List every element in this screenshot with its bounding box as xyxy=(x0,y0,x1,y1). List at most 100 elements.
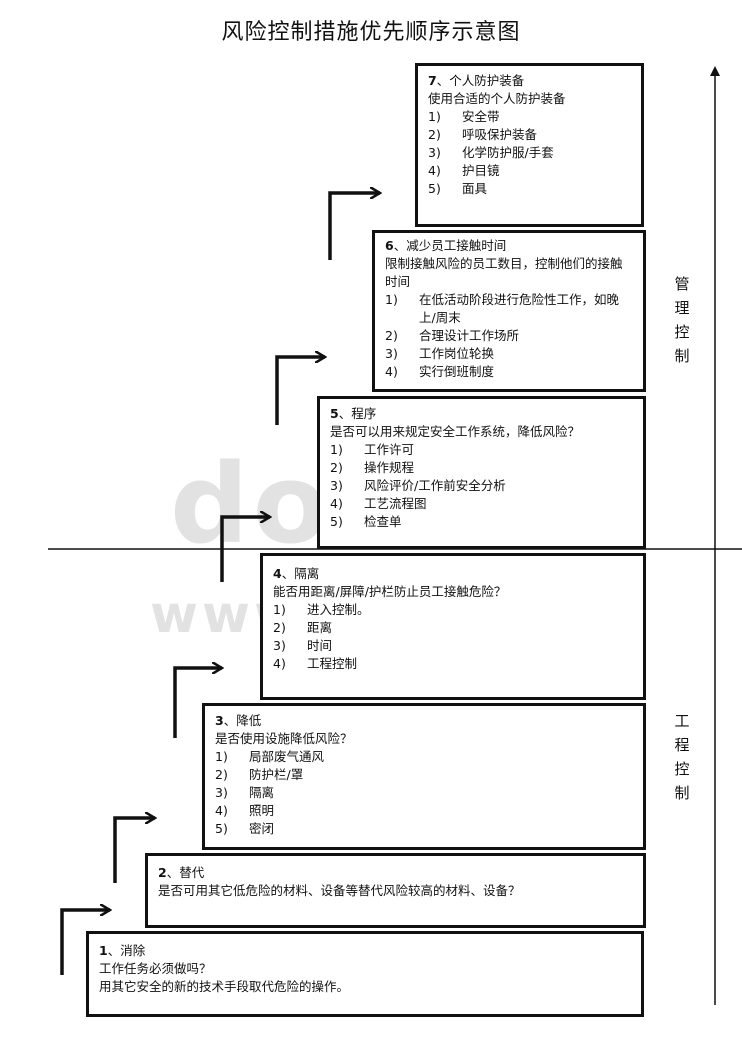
item-number: 1) xyxy=(428,109,441,124)
step-heading-text: 减少员工接触时间 xyxy=(406,238,507,253)
item-text: 风险评价/工作前安全分析 xyxy=(364,478,506,493)
item-text: 距离 xyxy=(307,620,333,635)
step-arrow-3 xyxy=(173,668,222,738)
step-description: 使用合适的个人防护装备 xyxy=(428,91,566,106)
page-title: 风险控制措施优先顺序示意图 xyxy=(221,20,521,45)
step-number: 1 xyxy=(99,943,108,958)
item-number: 5) xyxy=(215,821,228,836)
step-heading: 2、替代 xyxy=(158,865,205,880)
item-number: 1) xyxy=(330,442,343,457)
step-description: 限制接触风险的员工数目，控制他们的接触时间 xyxy=(385,256,623,289)
list-item: 3) 风险评价/工作前安全分析 xyxy=(330,477,633,495)
item-number: 3) xyxy=(215,785,228,800)
step-arrow-5 xyxy=(275,357,325,425)
step-number: 7 xyxy=(428,73,437,88)
item-text: 合理设计工作场所 xyxy=(419,328,520,343)
list-item: 3) 工作岗位轮换 xyxy=(385,345,633,363)
list-item: 4) 工程控制 xyxy=(273,655,633,673)
engineering-control-label: 工程控制 xyxy=(674,712,690,802)
item-text: 呼吸保护装备 xyxy=(462,127,538,142)
list-item: 5) 密闭 xyxy=(215,820,633,838)
item-number: 3) xyxy=(428,145,441,160)
item-number: 1) xyxy=(385,292,398,307)
list-item: 2) 距离 xyxy=(273,619,633,637)
step-arrow-6 xyxy=(328,193,380,260)
item-number: 4) xyxy=(215,803,228,818)
step-5-box: 5、程序 是否可以用来规定安全工作系统，降低风险？ 1)工作许可 2)操作规程 … xyxy=(317,396,646,549)
step-heading: 5、程序 xyxy=(330,406,377,421)
list-item: 2) 合理设计工作场所 xyxy=(385,327,633,345)
list-item: 1) 在低活动阶段进行危险性工作，如晚上/周末 xyxy=(385,291,633,327)
step-heading: 3、降低 xyxy=(215,713,262,728)
item-text: 护目镜 xyxy=(462,163,500,178)
item-text: 防护栏/罩 xyxy=(249,767,304,782)
item-number: 4) xyxy=(428,163,441,178)
item-number: 2) xyxy=(330,460,343,475)
item-number: 1) xyxy=(215,749,228,764)
item-number: 4) xyxy=(385,364,398,379)
item-text: 实行倒班制度 xyxy=(419,364,495,379)
step-6-box: 6、减少员工接触时间 限制接触风险的员工数目，控制他们的接触时间 1) 在低活动阶… xyxy=(372,230,646,392)
item-number: 3) xyxy=(273,638,286,653)
step-description: 是否可以用来规定安全工作系统，降低风险？ xyxy=(330,424,581,439)
item-number: 5) xyxy=(330,514,343,529)
step-2-box: 2、替代 是否可用其它低危险的材料、设备等替代风险较高的材料、设备？ xyxy=(145,853,646,928)
step-heading-text: 替代 xyxy=(179,865,205,880)
step-number: 3 xyxy=(215,713,224,728)
list-item: 3) 时间 xyxy=(273,637,633,655)
step-heading: 4、隔离 xyxy=(273,566,320,581)
step-7-box: 7、个人防护装备 使用合适的个人防护装备 1) 安全带 2) 呼吸保护装备 3) 化学… xyxy=(415,63,644,227)
item-number: 3) xyxy=(385,346,398,361)
step-description: 能否用距离/屏障/护栏防止员工接触危险？ xyxy=(273,584,507,599)
item-text: 面具 xyxy=(462,181,488,196)
step-number: 5 xyxy=(330,406,339,421)
item-number: 3) xyxy=(330,478,343,493)
item-number: 2) xyxy=(215,767,228,782)
list-item: 4)工艺流程图 xyxy=(330,495,633,513)
step-heading-text: 个人防护装备 xyxy=(449,73,525,88)
item-text: 局部废气通风 xyxy=(249,749,325,764)
step-arrow-4 xyxy=(220,517,270,582)
step-heading: 7、个人防护装备 xyxy=(428,73,525,88)
list-item: 2)操作规程 xyxy=(330,459,633,477)
item-number: 2) xyxy=(385,328,398,343)
item-text: 检查单 xyxy=(364,514,402,529)
step-description: 用其它安全的新的技术手段取代危险的操作。 xyxy=(99,979,350,994)
list-item: 5) 检查单 xyxy=(330,513,633,531)
list-item: 2) 呼吸保护装备 xyxy=(428,126,631,144)
item-text: 隔离 xyxy=(249,785,275,800)
step-description: 是否可用其它低危险的材料、设备等替代风险较高的材料、设备？ xyxy=(158,883,521,898)
item-text: 照明 xyxy=(249,803,275,818)
item-text: 安全带 xyxy=(462,109,500,124)
list-item: 3) 化学防护服/手套 xyxy=(428,144,631,162)
step-heading-text: 降低 xyxy=(236,713,262,728)
step-arrow-2 xyxy=(113,818,155,883)
item-number: 2) xyxy=(428,127,441,142)
item-text: 工作岗位轮换 xyxy=(419,346,495,361)
item-number: 2) xyxy=(273,620,286,635)
step-description: 工作任务必须做吗？ xyxy=(99,961,212,976)
item-number: 4) xyxy=(273,656,286,671)
step-1-box: 1、消除 工作任务必须做吗？ 用其它安全的新的技术手段取代危险的操作。 xyxy=(86,931,644,1017)
item-text: 工作许可 xyxy=(364,442,415,457)
list-item: 3) 隔离 xyxy=(215,784,633,802)
list-item: 1) 局部废气通风 xyxy=(215,748,633,766)
step-3-box: 3、降低 是否使用设施降低风险？ 1) 局部废气通风 2) 防护栏/罩 3) 隔离 4… xyxy=(202,703,646,850)
item-text: 时间 xyxy=(307,638,333,653)
item-number: 4) xyxy=(330,496,343,511)
step-description: 是否使用设施降低风险？ xyxy=(215,731,353,746)
list-item: 4) 护目镜 xyxy=(428,162,631,180)
step-heading: 6、减少员工接触时间 xyxy=(385,238,507,253)
item-text: 化学防护服/手套 xyxy=(462,145,554,160)
list-item: 5)面具 xyxy=(428,180,631,198)
list-item: 1) 工作许可 xyxy=(330,441,633,459)
list-item: 2) 防护栏/罩 xyxy=(215,766,633,784)
list-item: 4) 实行倒班制度 xyxy=(385,363,633,381)
list-item: 1) 安全带 xyxy=(428,108,631,126)
item-text: 在低活动阶段进行危险性工作，如晚上/周末 xyxy=(419,292,620,325)
item-text: 工程控制 xyxy=(307,656,358,671)
step-number: 4 xyxy=(273,566,282,581)
list-item: 1)进入控制。 xyxy=(273,601,633,619)
item-text: 密闭 xyxy=(249,821,275,836)
